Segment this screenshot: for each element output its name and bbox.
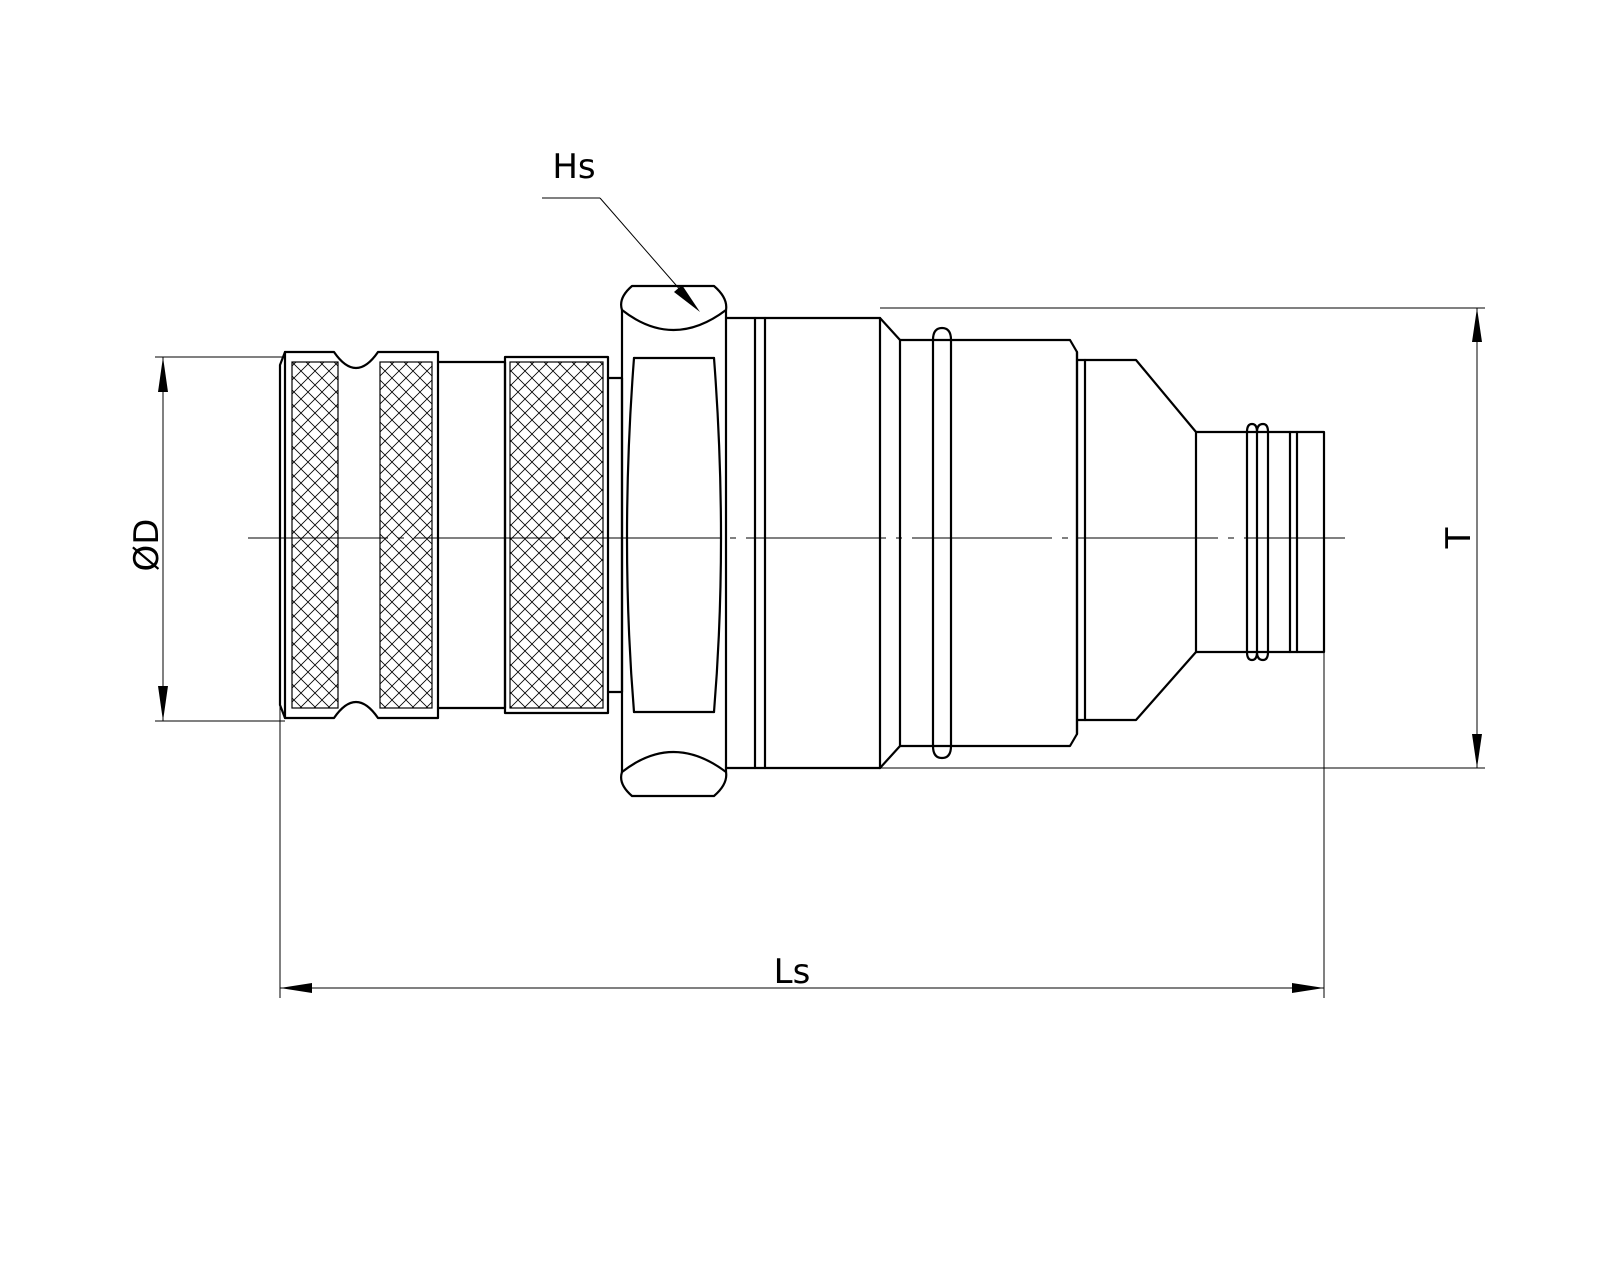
spigot	[1194, 422, 1326, 662]
cone-section	[1075, 358, 1198, 722]
label-hex-size: Hs	[552, 147, 595, 187]
label-length: Ls	[774, 952, 811, 992]
arrow-down	[1472, 734, 1482, 768]
body-sleeve	[898, 326, 1079, 760]
arrow-leader	[674, 285, 700, 312]
arrow-left	[280, 983, 312, 993]
knurl-band-2	[379, 361, 433, 709]
knurl-band-3	[509, 361, 604, 709]
arrow-up	[158, 357, 168, 392]
label-thread: T	[1439, 527, 1479, 549]
arrow-right	[1292, 983, 1324, 993]
dimension-diameter: ØD	[127, 356, 285, 722]
knurled-collar	[278, 350, 624, 720]
arrow-up	[1472, 308, 1482, 342]
dimension-length: Ls	[279, 652, 1325, 998]
arrow-down	[158, 686, 168, 721]
dimension-hex-size: Hs	[542, 147, 700, 312]
hex-nut	[620, 284, 728, 798]
label-diameter: ØD	[127, 519, 167, 572]
main-body	[724, 316, 902, 770]
dimension-thread: T	[880, 307, 1485, 769]
knurl-band-1	[291, 361, 339, 709]
